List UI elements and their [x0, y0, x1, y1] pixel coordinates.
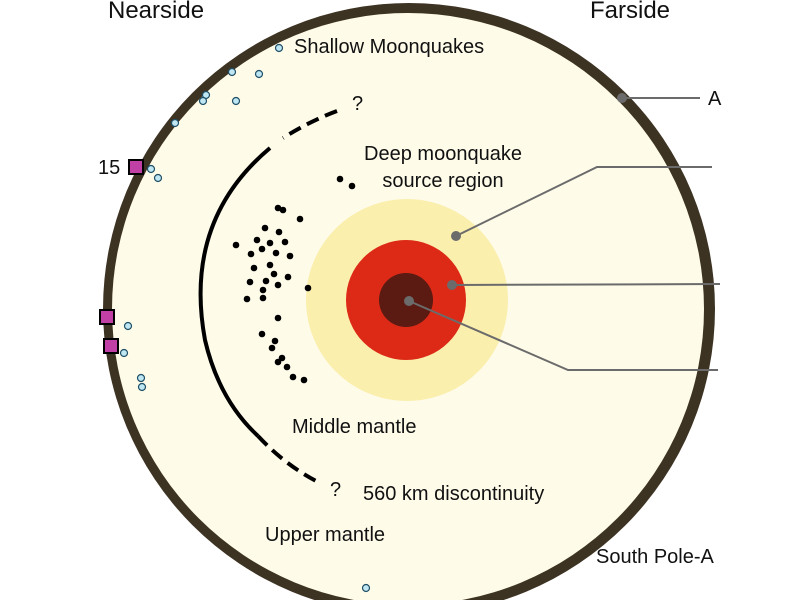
deep-quake-marker: [271, 337, 279, 345]
shallow-quake-marker: [227, 67, 237, 77]
deep-quake-marker: [250, 264, 258, 272]
deep-quake-marker: [268, 344, 276, 352]
deep-quake-marker: [232, 241, 240, 249]
deep-quake-marker: [274, 314, 282, 322]
discontinuity-arc: [198, 109, 338, 484]
deep-quake-marker: [261, 224, 269, 232]
leader-endpoints: [404, 93, 627, 306]
south-pole-label: South Pole-A: [596, 546, 715, 568]
deep-quake-marker: [262, 277, 270, 285]
deep-moonquake-label-line2: source region: [382, 170, 503, 192]
deep-moonquakes: [232, 175, 356, 384]
deep-quake-marker: [289, 373, 297, 381]
deep-quake-marker: [274, 204, 282, 212]
shallow-quake-marker: [254, 69, 264, 79]
deep-quake-marker: [274, 358, 282, 366]
deep-quake-marker: [284, 273, 292, 281]
upper-mantle-label: Upper mantle: [265, 524, 385, 546]
leader-lines: [408, 97, 721, 371]
shallow-quake-marker: [123, 321, 133, 331]
deep-quake-marker: [266, 239, 274, 247]
shallow-quake-marker: [170, 118, 180, 128]
shallow-quake-marker: [198, 96, 208, 106]
question-mark-top: ?: [352, 93, 363, 115]
deep-quake-marker: [247, 250, 255, 258]
deep-quake-marker: [258, 245, 266, 253]
deep-quake-marker: [279, 206, 287, 214]
shallow-quake-marker: [119, 348, 129, 358]
crust-leader-dot: [617, 93, 627, 103]
deep-quake-marker: [259, 286, 267, 294]
deep-quake-marker: [243, 295, 251, 303]
shallow-quake-marker: [146, 164, 156, 174]
outer-core-leader-dot: [447, 280, 457, 290]
deep-quake-marker: [246, 278, 254, 286]
seismic-stations: [99, 159, 144, 354]
shallow-quake-marker: [153, 173, 163, 183]
outer-core-leader: [451, 283, 721, 286]
deep-quake-marker: [286, 252, 294, 260]
deep-quake-marker: [266, 261, 274, 269]
station-marker: [103, 338, 119, 354]
deep-quake-marker: [275, 228, 283, 236]
crust-callout-label: A: [708, 88, 722, 110]
station-15-label: 15: [98, 157, 120, 179]
deep-quake-marker: [259, 294, 267, 302]
shallow-quake-marker: [361, 583, 371, 593]
discontinuity-solid: [198, 146, 272, 438]
deep-quake-marker: [270, 270, 278, 278]
deep-quake-marker: [253, 236, 261, 244]
middle-mantle-label: Middle mantle: [292, 416, 417, 438]
station-marker: [128, 159, 144, 175]
deep-quake-marker: [348, 182, 356, 190]
question-mark-bottom: ?: [330, 479, 341, 501]
shallow-quake-marker: [136, 373, 146, 383]
shallow-quake-marker: [137, 382, 147, 392]
deep-quake-marker: [336, 175, 344, 183]
deep-moonquake-label-line1: Deep moonquake: [364, 143, 522, 165]
deep-quake-marker: [272, 249, 280, 257]
inner-core-leader-dot: [404, 296, 414, 306]
deep-quake-marker: [274, 281, 282, 289]
deep-quake-marker: [283, 363, 291, 371]
shallow-quake-marker: [231, 96, 241, 106]
shallow-quake-marker: [274, 43, 284, 53]
discontinuity-dashed-bottom: [256, 434, 319, 484]
shallow-moonquakes: [119, 43, 371, 593]
discontinuity-dashed-top: [281, 109, 338, 140]
inner-core-leader: [408, 300, 718, 371]
nearside-label: Nearside: [108, 0, 204, 24]
discontinuity-label: 560 km discontinuity: [363, 483, 544, 505]
deep-quake-marker: [300, 376, 308, 384]
deep-quake-marker: [278, 354, 286, 362]
farside-label: Farside: [590, 0, 670, 24]
deep-quake-marker: [258, 330, 266, 338]
labels: Nearside Farside Shallow Moonquakes ? De…: [98, 0, 722, 568]
station-marker: [99, 309, 115, 325]
lower-mantle-leader-dot: [451, 231, 461, 241]
deep-quake-marker: [304, 284, 312, 292]
deep-quake-marker: [281, 238, 289, 246]
lower-mantle-leader: [455, 166, 712, 237]
shallow-moonquakes-label: Shallow Moonquakes: [294, 36, 484, 58]
deep-quake-marker: [296, 215, 304, 223]
